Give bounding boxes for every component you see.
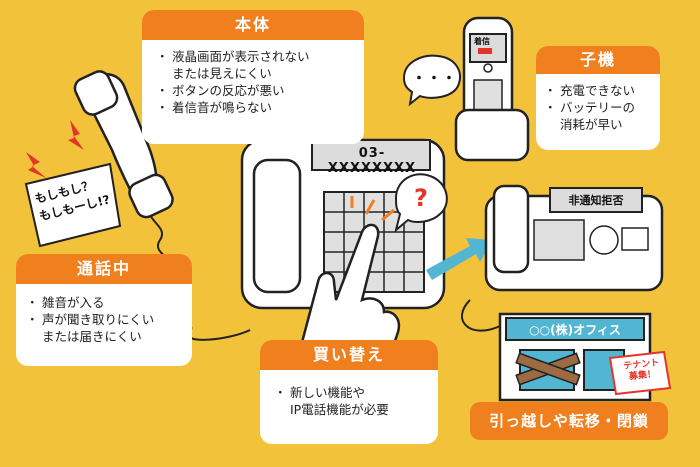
move-banner: 引っ越しや転移・閉鎖 [470, 402, 668, 440]
call-item-1: 雑音が入る [26, 294, 186, 311]
call-card: 通話中 雑音が入る 声が聞き取りにくい または届きにくい [16, 254, 192, 366]
main-unit-item-3: 着信音が鳴らない [156, 99, 354, 116]
main-unit-card: 本体 液晶画面が表示されない または見えにくい ボタンの反応が悪い 着信音が鳴ら… [142, 10, 364, 144]
question-text: ? [414, 184, 428, 212]
call-item-2: 声が聞き取りにくい または届きにくい [26, 311, 186, 345]
main-unit-item-2: ボタンの反応が悪い [156, 82, 354, 99]
handset-item-2: バッテリーの 消耗が早い [544, 99, 654, 133]
dots-text: ・・・ [412, 71, 457, 87]
call-title: 通話中 [16, 254, 192, 284]
office-name: ○○(株)オフィス [529, 323, 621, 337]
replace-item-1: 新しい機能や IP電話機能が必要 [274, 384, 432, 418]
handset-card: 子機 充電できない バッテリーの 消耗が早い [536, 46, 660, 150]
phone-display: 03-XXXXXXXX [327, 146, 417, 176]
desk-phone-icon [240, 138, 446, 310]
pointing-hand-icon [298, 223, 401, 362]
speech-bubble-dots [402, 54, 461, 107]
main-unit-title: 本体 [142, 10, 364, 40]
office-building-icon [498, 312, 672, 402]
speech-bubble-question [394, 173, 448, 233]
fax-display: 非通知拒否 [568, 194, 624, 207]
cordless-handset-icon [454, 16, 530, 162]
tap-lines [350, 196, 395, 222]
arrow-icon [426, 238, 492, 280]
main-unit-item-1: 液晶画面が表示されない または見えにくい [156, 48, 354, 82]
speech-bubble-moshimoshi [24, 162, 122, 248]
phone-receiver-icon [73, 70, 174, 219]
handset-screen-label: 着信 [474, 37, 490, 46]
spark-icon [26, 120, 84, 178]
replace-title: 買い替え [260, 340, 438, 370]
handset-title: 子機 [536, 46, 660, 74]
replace-card: 買い替え 新しい機能や IP電話機能が必要 [260, 340, 438, 444]
fax-machine-icon [460, 184, 664, 332]
handset-item-1: 充電できない [544, 82, 654, 99]
